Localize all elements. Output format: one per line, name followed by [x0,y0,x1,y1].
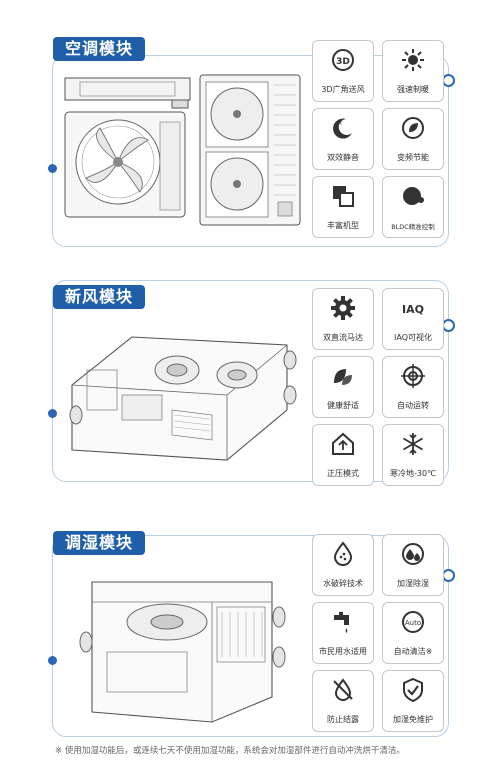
feature-card: Auto 自动清洁※ [382,602,444,664]
svg-text:×: × [337,119,343,127]
section-air-conditioning: 空调模块 [0,0,500,260]
leaves-icon [334,369,352,385]
feature-card: 寒冷地-30℃ [382,424,444,486]
feature-grid: 水破碎技术 加湿除湿 市民用水适用 Auto 自动清洁※ 防止结露 加湿免维护 [312,534,444,734]
water-drop-icon [333,541,353,566]
squares-icon [333,186,354,207]
feature-card: 正压模式 [312,424,374,486]
faucet-icon [334,612,349,633]
bldc-icon [403,187,424,205]
section-title: 新风模块 [53,285,146,309]
feature-card: 双直流马达 [312,288,374,350]
fresh-air-unit-illustration [69,336,297,461]
feature-card: 3D 3D广角送风 [312,40,374,102]
humidifier-unit-illustration [79,581,286,723]
leaf-circle-icon [402,117,424,139]
feature-card: BLDC精准控制 [382,176,444,238]
no-condensation-icon [333,678,353,701]
decor-dot [48,656,57,665]
snowflake-icon [403,433,423,455]
svg-text:Auto: Auto [405,619,421,627]
target-icon [401,364,425,388]
svg-text:3D: 3D [336,57,350,67]
3d-airflow-icon: 3D [332,49,354,71]
feature-card: IAQ IAQ可视化 [382,288,444,350]
feature-card: 强速制暖 [382,40,444,102]
feature-card: 加湿除湿 [382,534,444,596]
feature-grid: 双直流马达 IAQ IAQ可视化 健康舒适 自动运转 正压模式 寒冷地-30℃ [312,288,444,488]
section-fresh-air: 新风模块 双直流马达 IAQ IAQ可视化 健康舒适 [0,260,500,510]
section-title: 调湿模块 [53,531,146,555]
air-conditioner-illustration [64,74,301,226]
feature-card: 健康舒适 [312,356,374,418]
humidity-icon [402,543,424,565]
feature-card: 变频节能 [382,108,444,170]
feature-card: 水破碎技术 [312,534,374,596]
footnote: ※ 使用加湿功能后，或连续七天不使用加湿功能，系统会对加湿部件进行自动冲洗烘干清… [55,746,405,756]
feature-card: 市民用水适用 [312,602,374,664]
gear-icon [331,296,355,320]
feature-card: 自动运转 [382,356,444,418]
decor-dot [48,409,57,418]
decor-dot [48,164,57,173]
feature-card: 防止结露 [312,670,374,732]
iaq-icon: IAQ [402,303,424,316]
sun-icon [402,49,424,71]
shield-check-icon [403,677,423,703]
feature-card: × 双效静音 [312,108,374,170]
svg-text:IAQ: IAQ [402,303,424,316]
feature-grid: 3D 3D广角送风 强速制暖 × 双效静音 变频节能 丰富机型 BLDC精准控制 [312,40,444,240]
feature-card: 加湿免维护 [382,670,444,732]
feature-card: 丰富机型 [312,176,374,238]
section-humidity: 调湿模块 水破碎技术 加湿除湿 市民用水适用 [0,510,500,745]
auto-clean-icon: Auto [402,611,424,633]
section-title: 空调模块 [53,37,146,61]
moon-quiet-icon: × [333,118,352,139]
house-pressure-icon [332,432,354,455]
